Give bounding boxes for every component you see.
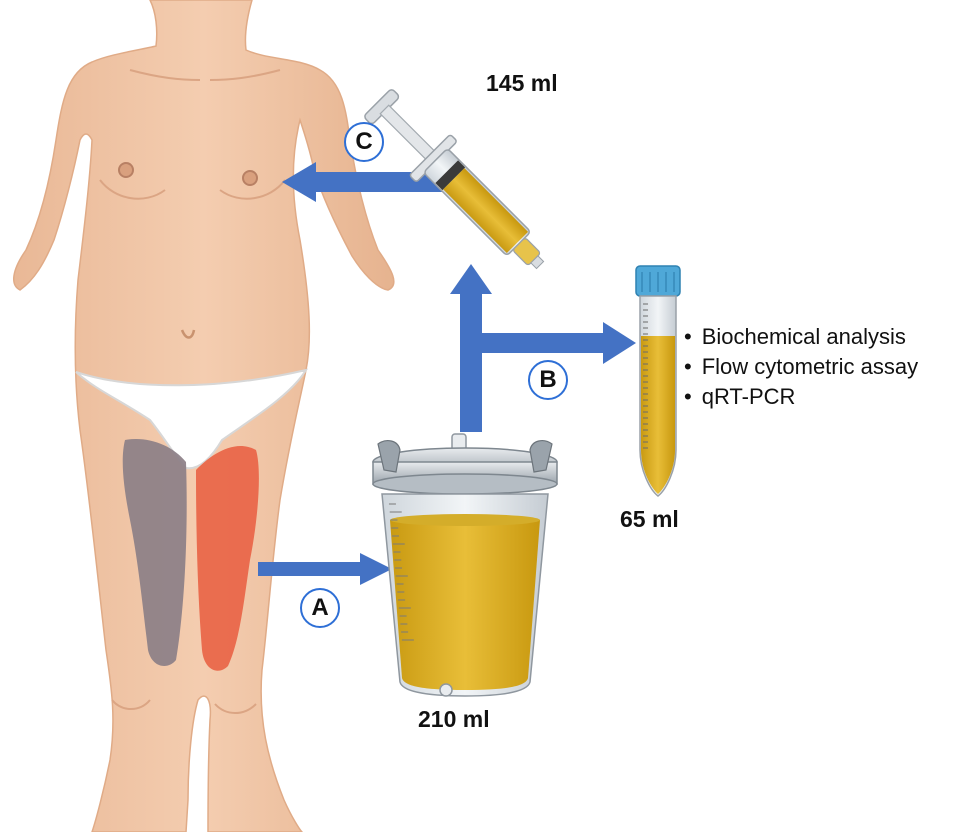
step-a-badge: A <box>300 588 340 628</box>
nipple-right <box>243 171 257 185</box>
analysis-list: Biochemical analysis Flow cytometric ass… <box>684 322 918 412</box>
suction-canister <box>373 434 557 696</box>
step-b-badge: B <box>528 360 568 400</box>
arrow-b <box>450 264 636 432</box>
analysis-item: qRT-PCR <box>684 382 918 412</box>
syringe-volume-label: 145 ml <box>486 70 558 97</box>
tube-volume-label: 65 ml <box>620 506 679 533</box>
analysis-item: Biochemical analysis <box>684 322 918 352</box>
human-body <box>14 0 394 832</box>
step-c-badge: C <box>344 122 384 162</box>
collection-tube <box>636 266 680 496</box>
nipple-left <box>119 163 133 177</box>
container-volume-label: 210 ml <box>418 706 490 733</box>
arrow-a <box>258 553 392 585</box>
analysis-item: Flow cytometric assay <box>684 352 918 382</box>
